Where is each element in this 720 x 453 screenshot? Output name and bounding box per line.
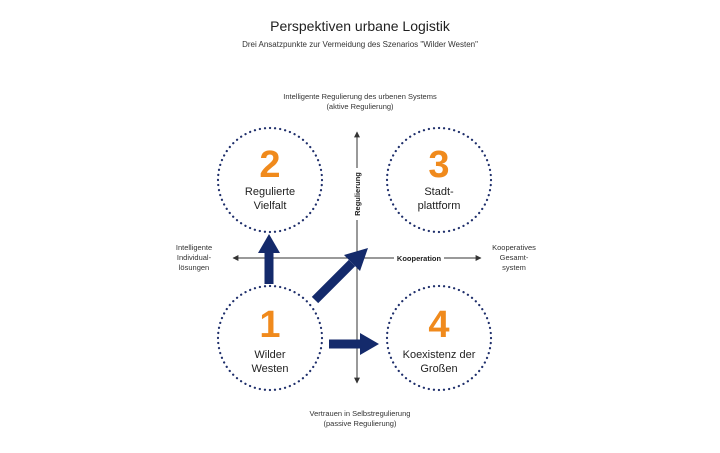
axis-bottom-label: Vertrauen in Selbstregulierung (passive … bbox=[210, 409, 510, 429]
scenario-4-circle bbox=[385, 284, 493, 392]
axis-right-label: Kooperatives Gesamt- system bbox=[482, 243, 546, 273]
axis-right-label-line-2: Gesamt- bbox=[499, 253, 529, 262]
scenario-3-circle bbox=[385, 126, 493, 234]
scenario-1-number: 1 bbox=[259, 304, 280, 346]
scenario-2-line-1: Regulierte bbox=[245, 186, 295, 198]
scenario-1-line-2: Westen bbox=[251, 363, 288, 375]
arrow-1-to-2 bbox=[258, 234, 280, 284]
scenario-3-line-1: Stadt- bbox=[424, 186, 454, 198]
vertical-axis-name-bg bbox=[351, 168, 363, 220]
axis-left-label-line-3: lösungen bbox=[178, 263, 210, 272]
axis-bottom-label-line-1: Vertrauen in Selbstregulierung bbox=[309, 409, 411, 418]
scenario-2-circle bbox=[216, 126, 324, 234]
scenario-3-line-2: plattform bbox=[418, 200, 461, 212]
axis-left-label-line-1: Intelligente bbox=[175, 243, 213, 252]
axis-right-label-line-3: system bbox=[502, 263, 526, 272]
scenario-1-circle bbox=[216, 284, 324, 392]
scenario-4-line-1: Koexistenz der bbox=[403, 349, 476, 361]
vertical-axis-name: Regulierung bbox=[353, 172, 362, 216]
horizontal-axis-name: Kooperation bbox=[397, 254, 442, 263]
axis-right-label-line-1: Kooperatives bbox=[492, 243, 536, 252]
page-subtitle: Drei Ansatzpunkte zur Vermeidung des Sze… bbox=[242, 40, 478, 49]
arrow-1-to-4 bbox=[329, 333, 379, 355]
axis-top-label-line-1: Intelligente Regulierung des urbenen Sys… bbox=[283, 92, 437, 101]
axis-left-label: Intelligente Individual- lösungen bbox=[160, 243, 228, 273]
axis-top-label-line-2: (aktive Regulierung) bbox=[326, 102, 394, 111]
scenario-2-line-2: Vielfalt bbox=[254, 200, 287, 212]
axis-bottom-label-line-2: (passive Regulierung) bbox=[323, 419, 397, 428]
scenario-4-number: 4 bbox=[428, 304, 449, 346]
scenario-4-line-2: Großen bbox=[420, 363, 457, 375]
page-title: Perspektiven urbane Logistik bbox=[270, 18, 450, 34]
axis-top-label: Intelligente Regulierung des urbenen Sys… bbox=[210, 92, 510, 112]
horizontal-axis-name-bg bbox=[394, 252, 444, 264]
arrow-1-to-3 bbox=[311, 248, 368, 304]
scenario-3-number: 3 bbox=[428, 144, 449, 186]
scenario-1-line-1: Wilder bbox=[254, 349, 286, 361]
axis-left-label-line-2: Individual- bbox=[176, 253, 212, 262]
scenario-2-number: 2 bbox=[259, 144, 280, 186]
